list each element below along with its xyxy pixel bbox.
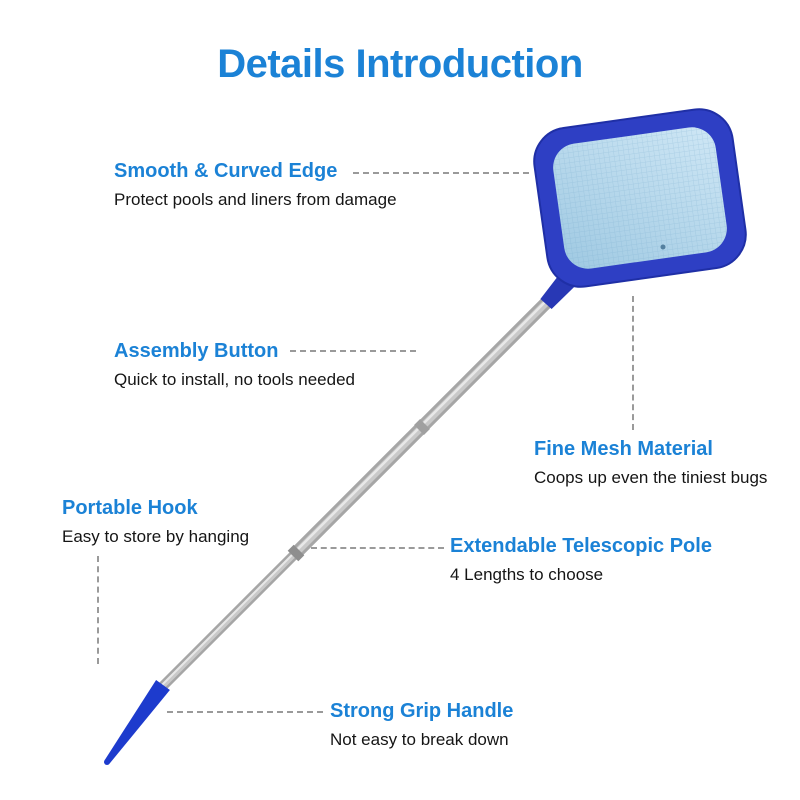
net-mesh-texture bbox=[553, 127, 727, 269]
callout-line-fine-mesh bbox=[632, 296, 634, 430]
pole-joint-upper bbox=[414, 419, 430, 435]
callout-line-assembly-button bbox=[290, 350, 416, 352]
pole-joint-lower bbox=[287, 544, 305, 562]
mesh-hole bbox=[660, 244, 666, 250]
callout-subtitle: Quick to install, no tools needed bbox=[114, 370, 355, 389]
callout-line-portable-hook bbox=[97, 556, 99, 664]
callout-strong-grip-handle: Strong Grip Handle Not easy to break dow… bbox=[330, 700, 513, 750]
callout-title: Strong Grip Handle bbox=[330, 700, 514, 722]
callout-line-smooth-edge bbox=[353, 172, 529, 174]
callout-line-telescopic-pole bbox=[311, 547, 444, 549]
grip-handle-body bbox=[104, 680, 170, 764]
callout-line-grip-handle bbox=[167, 711, 323, 713]
callout-title: Fine Mesh Material bbox=[534, 438, 713, 460]
callout-subtitle: Coops up even the tiniest bugs bbox=[534, 468, 768, 487]
callout-title: Smooth & Curved Edge bbox=[114, 160, 338, 182]
net-head bbox=[533, 108, 747, 288]
grip-handle-tip bbox=[104, 759, 110, 765]
callout-subtitle: Protect pools and liners from damage bbox=[114, 190, 397, 209]
callout-title: Portable Hook bbox=[62, 497, 198, 519]
callout-fine-mesh-material: Fine Mesh Material Coops up even the tin… bbox=[534, 438, 767, 488]
telescopic-pole bbox=[157, 294, 555, 692]
callout-assembly-button: Assembly Button Quick to install, no too… bbox=[114, 340, 355, 390]
pole-lower-highlight bbox=[160, 552, 295, 687]
callout-subtitle: Easy to store by hanging bbox=[62, 527, 250, 546]
page-title: Details Introduction bbox=[217, 42, 583, 86]
callout-title: Assembly Button bbox=[114, 340, 279, 362]
callout-subtitle: 4 Lengths to choose bbox=[450, 565, 604, 584]
callout-smooth-curved-edge: Smooth & Curved Edge Protect pools and l… bbox=[114, 160, 397, 210]
pole-lower-sheen bbox=[159, 551, 298, 690]
grip-handle bbox=[104, 680, 170, 765]
callout-extendable-telescopic-pole: Extendable Telescopic Pole 4 Lengths to … bbox=[450, 535, 712, 585]
callout-title: Extendable Telescopic Pole bbox=[450, 535, 712, 557]
callout-subtitle: Not easy to break down bbox=[330, 730, 509, 749]
callout-portable-hook: Portable Hook Easy to store by hanging bbox=[62, 497, 249, 547]
